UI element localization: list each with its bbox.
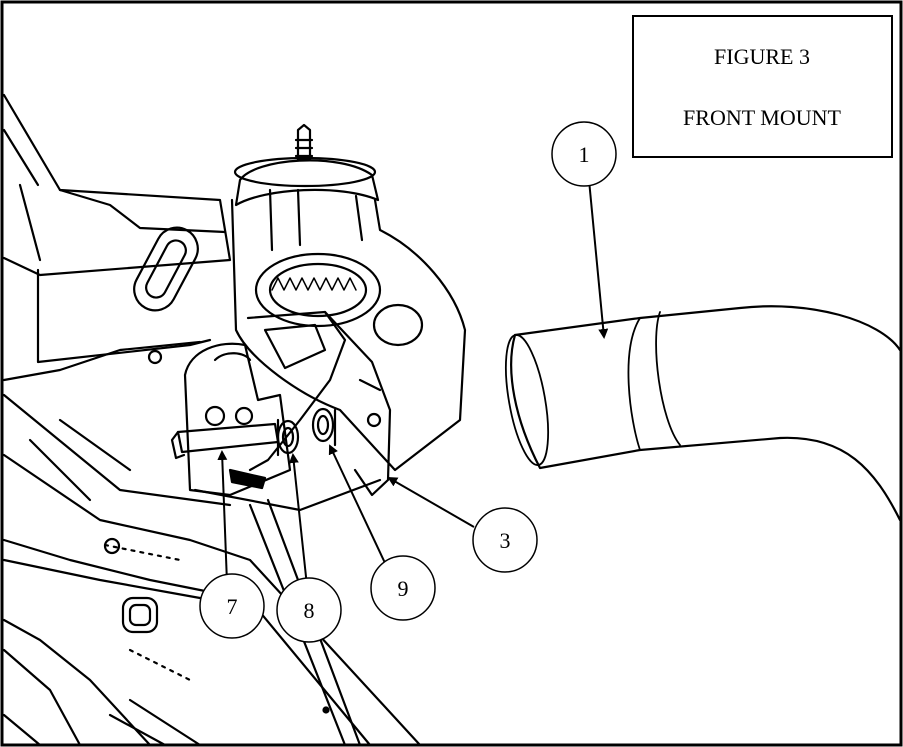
leader-7 [217,450,228,584]
callout-1-circle [551,121,617,187]
callout-7-label: 7 [227,594,238,619]
leader-1 [588,179,609,339]
callout-8-circle [276,577,342,643]
callout-9: 9 [370,555,436,621]
callout-3-circle [472,507,538,573]
frame-rail [2,93,422,747]
figure-number: FIGURE 3 [714,44,810,69]
callout-7-circle [199,573,265,639]
title-box-frame [632,15,893,158]
leader-lines [217,179,609,587]
engine-mount [170,123,467,512]
leader-9 [328,444,386,564]
callout-9-label: 9 [398,576,409,601]
callout-7: 7 [199,573,265,639]
leader-3 [387,477,475,528]
title-box: FIGURE 3 FRONT MOUNT [632,15,893,158]
leader-8 [288,453,308,587]
callout-8-label: 8 [304,598,315,623]
callout-3: 3 [472,507,538,573]
mechanical-drawing [2,93,902,747]
callout-8: 8 [276,577,342,643]
figure-title: FRONT MOUNT [683,105,841,130]
callout-3-label: 3 [500,528,511,553]
callout-1: 1 [551,121,617,187]
hose [504,305,902,522]
callout-9-circle [370,555,436,621]
callout-1-label: 1 [579,142,590,167]
